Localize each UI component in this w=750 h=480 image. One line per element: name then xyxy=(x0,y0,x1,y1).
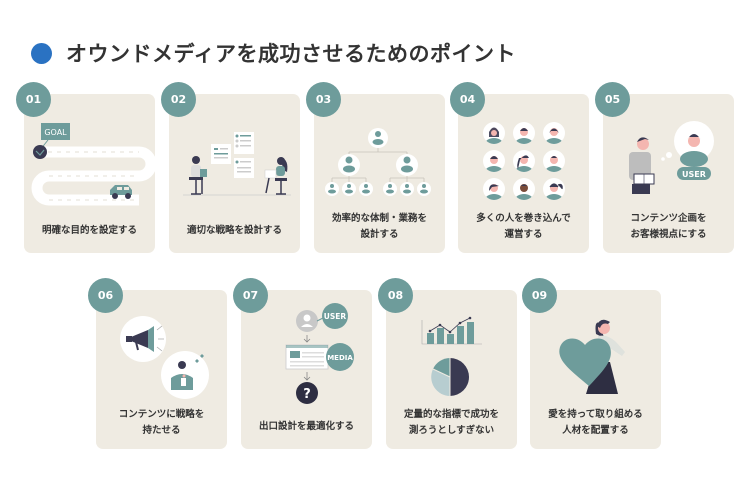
point-card-08: 08 定量的な指標で成功を 測ろうとしすぎない xyxy=(378,278,517,449)
point-label: 定量的な指標で成功を 測ろうとしすぎない xyxy=(403,409,499,436)
analytics-chart-icon xyxy=(421,316,482,396)
point-card-05: 05 USER コンテンツ企画を お客様視点にする xyxy=(595,82,734,253)
svg-text:USER: USER xyxy=(324,312,347,321)
point-card-07: 07 USER MEDIA ? 出口設計を最適化する xyxy=(233,278,372,449)
point-label: 出口設計を最適化する xyxy=(258,421,354,432)
goal-road-car-icon: GOAL xyxy=(31,123,155,206)
point-card-06: 06 コンテンツに戦略を 持たせる xyxy=(88,278,227,449)
point-number-badge: 03 xyxy=(306,82,341,117)
point-label: 多くの人を巻き込んで 運営する xyxy=(476,213,571,240)
point-card-09: 09 愛を持って取り組める 人材を配置する xyxy=(522,278,661,449)
point-label: 明確な目的を設定する xyxy=(41,225,137,236)
svg-text:MEDIA: MEDIA xyxy=(327,354,353,362)
point-label: 効率的な体制・業務を 設計する xyxy=(331,213,427,240)
svg-text:USER: USER xyxy=(682,170,706,179)
svg-text:?: ? xyxy=(303,387,311,402)
point-number-badge: 02 xyxy=(161,82,196,117)
point-label: 適切な戦略を設計する xyxy=(186,225,282,236)
point-card-04: 04 多くの人を巻き込んで 運営する xyxy=(450,82,589,253)
heart-person-icon xyxy=(559,319,625,394)
point-number-badge: 05 xyxy=(595,82,630,117)
point-number-badge: 06 xyxy=(88,278,123,313)
point-card-03: 03 効率的な体制・業務を 設計する xyxy=(306,82,445,253)
bullet-dot-icon xyxy=(31,42,52,64)
point-number-badge: 07 xyxy=(233,278,268,313)
megaphone-icon xyxy=(120,316,209,399)
point-number-badge: 09 xyxy=(522,278,557,313)
page-header: オウンドメディアを成功させるためのポイント xyxy=(31,38,516,68)
point-label: コンテンツ企画を お客様視点にする xyxy=(630,213,707,240)
point-number-badge: 01 xyxy=(16,82,51,117)
page-title: オウンドメディアを成功させるためのポイント xyxy=(66,42,517,66)
svg-text:GOAL: GOAL xyxy=(44,128,67,137)
strategy-meeting-icon xyxy=(183,132,291,196)
org-node xyxy=(368,128,388,148)
user-perspective-icon: USER xyxy=(629,121,714,194)
point-number-badge: 04 xyxy=(450,82,485,117)
point-card-02: 02 適切な戦略を設計する xyxy=(161,82,300,253)
point-card-01: 01 GOAL 明確な目的を設定する xyxy=(16,82,155,253)
point-number-badge: 08 xyxy=(378,278,413,313)
point-label: 愛を持って取り組める 人材を配置する xyxy=(548,409,643,436)
org-chart-icon xyxy=(325,128,431,196)
people-grid-icon xyxy=(483,122,565,200)
point-label: コンテンツに戦略を 持たせる xyxy=(118,409,205,436)
user-media-flow-icon: USER MEDIA ? xyxy=(285,303,354,404)
